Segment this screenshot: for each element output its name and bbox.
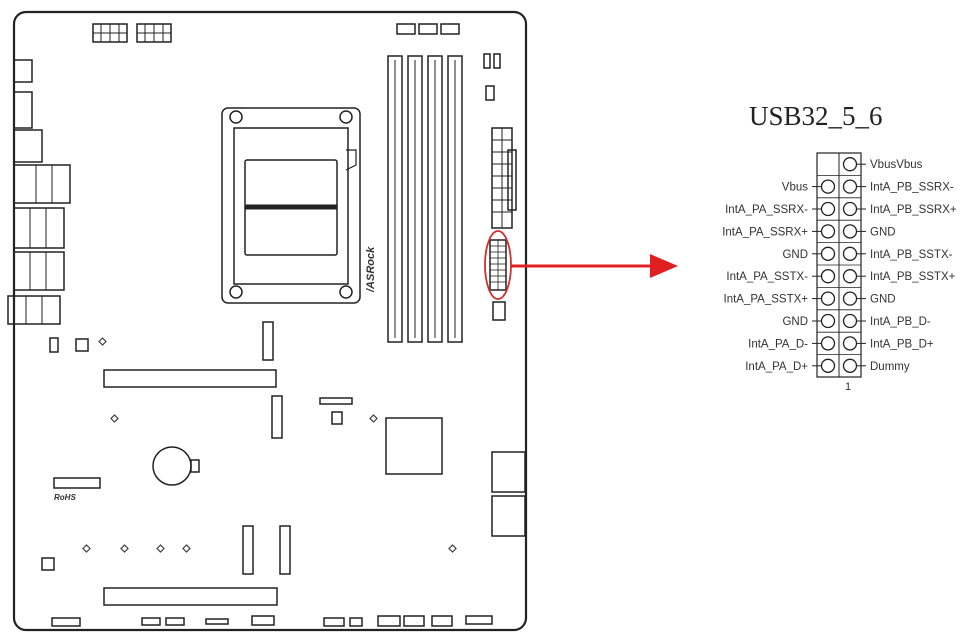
- io-port-1: [13, 59, 33, 83]
- io-port-5: [13, 207, 65, 249]
- cpu-socket: [221, 107, 361, 304]
- right-pin-label: GND: [870, 226, 896, 238]
- right-pin-label: IntA_PB_SSTX+: [870, 271, 956, 283]
- right-pin-label: IntA_PB_D-: [870, 316, 931, 328]
- right-pin: [842, 157, 858, 172]
- cpu-socket-inner: [233, 127, 349, 285]
- io-port-6: [13, 251, 65, 291]
- right-pin-label: VbusVbus: [870, 159, 923, 171]
- left-pin-label: IntA_PA_D+: [745, 361, 808, 373]
- left-pin-label: IntA_PA_D-: [748, 338, 808, 350]
- left-pin-label: GND: [782, 249, 808, 261]
- dimm-slot-a1: [387, 55, 403, 343]
- left-pin-label: IntA_PA_SSRX-: [725, 204, 808, 216]
- left-pin: [820, 336, 836, 351]
- right-pin: [842, 269, 858, 284]
- connector-title: USB32_5_6: [749, 101, 883, 131]
- rohs-text: RoHS: [54, 493, 76, 502]
- m2-slot-1: [262, 321, 274, 361]
- right-pin: [842, 246, 858, 261]
- left-pin-label: IntA_PA_SSRX+: [722, 226, 808, 238]
- right-pin-label: IntA_PB_SSRX-: [870, 182, 954, 194]
- right-pin: [842, 201, 858, 217]
- left-pin: [820, 269, 836, 284]
- left-pin: [820, 246, 836, 261]
- right-pin: [842, 336, 858, 351]
- left-pin: [820, 179, 836, 194]
- right-pin: [842, 224, 858, 239]
- fan-header-2: [418, 23, 438, 35]
- left-pin: [820, 358, 836, 373]
- left-pin-label: IntA_PA_SSTX+: [724, 294, 809, 306]
- left-pin: [820, 224, 836, 239]
- m2-slot-2: [271, 395, 283, 439]
- pointer-arrow-head: [650, 254, 678, 278]
- right-pin: [842, 358, 858, 373]
- left-pin-label: IntA_PA_SSTX-: [726, 271, 808, 283]
- m2-slot-4: [279, 525, 291, 575]
- fan-header-3: [440, 23, 460, 35]
- chipset: [385, 417, 443, 475]
- pcie-slot-2: [103, 587, 278, 606]
- left-pin: [820, 313, 836, 329]
- board-brand-text: /ASRock: [365, 246, 377, 293]
- left-pin-label: GND: [782, 316, 808, 328]
- io-port-3: [13, 129, 43, 163]
- dimm-slot-b2: [447, 55, 463, 343]
- pcie-slot-1: [103, 369, 277, 388]
- right-pin-label: IntA_PB_SSTX-: [870, 249, 953, 261]
- io-port-7: [7, 295, 61, 325]
- right-pin-label: GND: [870, 294, 896, 306]
- dimm-slot-a2: [407, 55, 423, 343]
- io-port-4: [13, 164, 71, 204]
- fan-header-1: [396, 23, 416, 35]
- io-port-2: [13, 91, 33, 129]
- board-outline: [12, 10, 528, 632]
- dimm-slot-b1: [427, 55, 443, 343]
- m2-slot-3: [242, 525, 254, 575]
- left-pin: [820, 291, 836, 306]
- pin-1-label: 1: [845, 381, 851, 393]
- left-pin: [820, 201, 836, 217]
- right-pin-label: IntA_PB_D+: [870, 338, 934, 350]
- right-pin: [842, 313, 858, 329]
- right-pin-label: Dummy: [870, 361, 910, 373]
- left-pin-label: Vbus: [782, 182, 808, 194]
- right-pin: [842, 179, 858, 194]
- right-pin: [842, 291, 858, 306]
- right-pin-label: IntA_PB_SSRX+: [870, 204, 957, 216]
